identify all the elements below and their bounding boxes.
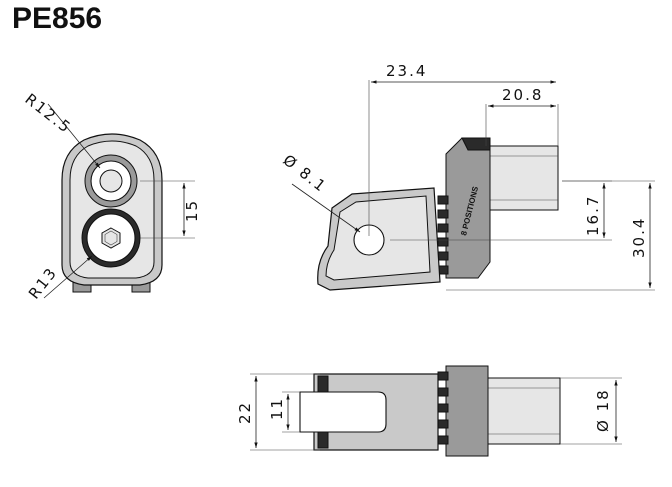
top-view — [250, 365, 622, 457]
label-dia-18: Ø 18 — [594, 388, 612, 432]
label-30-4: 30.4 — [630, 217, 648, 258]
label-16-7: 16.7 — [584, 195, 602, 236]
label-22: 22 — [236, 401, 254, 424]
label-r13: R13 — [25, 263, 61, 302]
label-r12-5: R12.5 — [22, 90, 75, 137]
front-view — [43, 103, 195, 299]
side-view — [291, 80, 655, 291]
label-20-8: 20.8 — [502, 86, 543, 104]
part-number-title: PE856 — [12, 2, 103, 35]
label-23-4: 23.4 — [386, 62, 427, 80]
label-dia-8-1: Ø 8.1 — [280, 151, 331, 196]
label-11: 11 — [268, 397, 286, 420]
label-15: 15 — [183, 199, 201, 222]
